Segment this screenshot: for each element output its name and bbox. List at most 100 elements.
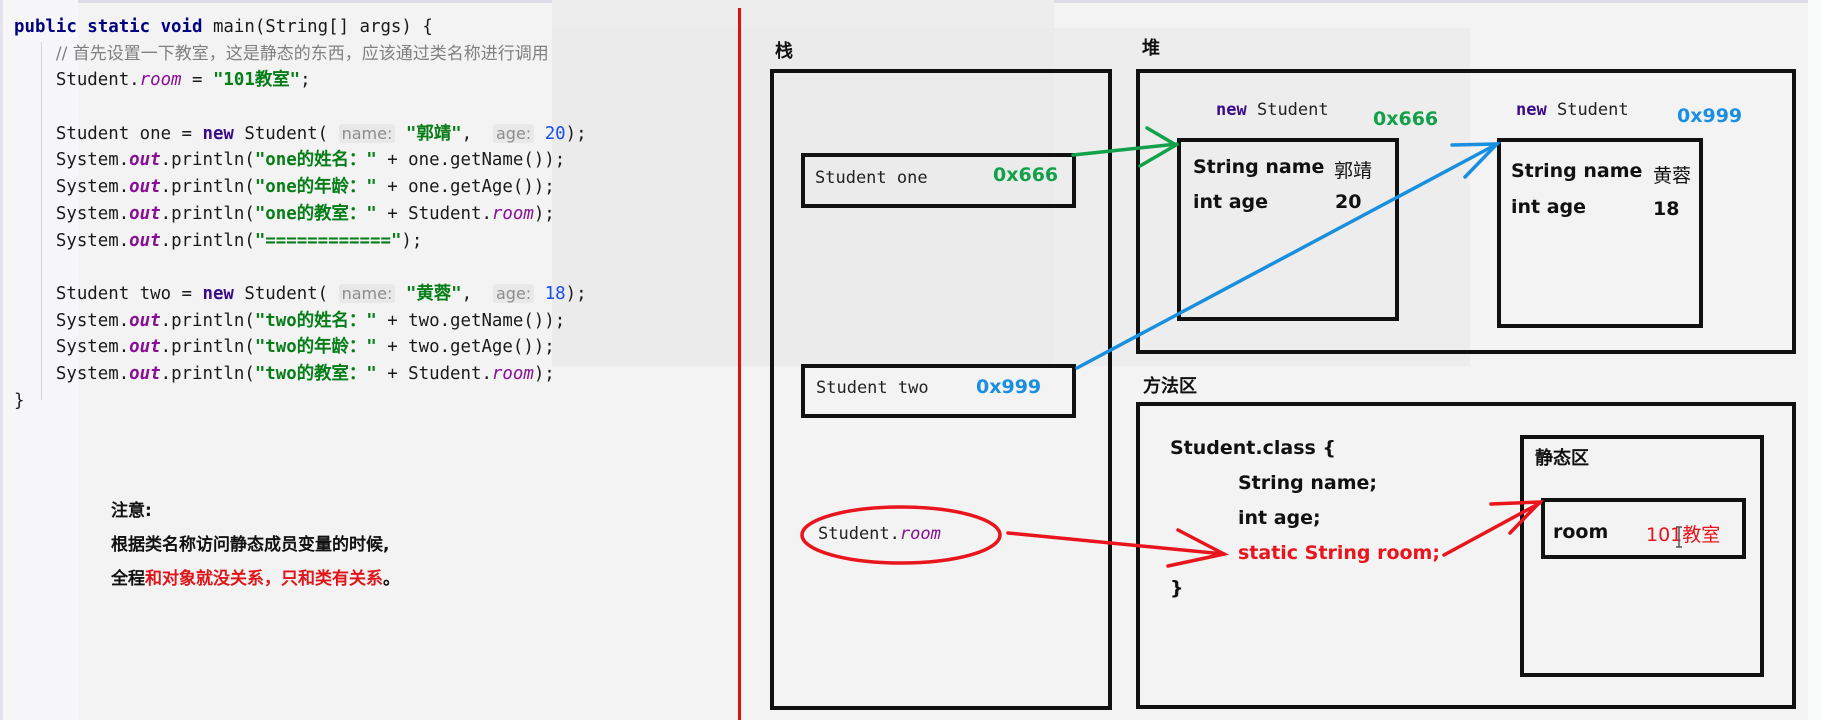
code-token: public static void [14,17,203,37]
code-token: out [129,310,161,331]
object-2-class: Student [1556,100,1629,120]
param-hint: age: [493,123,535,143]
code-token: , [461,123,493,144]
code-token: out [129,230,161,251]
param-hint: age: [493,283,535,303]
code-token: out [129,203,161,224]
stack-var-two-addr: 0x999 [976,376,1042,398]
code-token: out [129,177,161,198]
static-ref-class: Student. [818,524,900,544]
code-token [14,44,56,64]
code-token: Student two = [14,283,203,304]
code-line: // 首先设置一下教室，这是静态的东西，应该通过类名称进行调用 [14,41,587,68]
method-area-label: 方法区 [1143,376,1197,397]
code-token: ); [565,283,587,304]
code-token: new [202,123,234,144]
param-hint: name: [338,123,396,143]
stack-label: 栈 [775,41,793,62]
code-token: ); [565,123,587,144]
code-token: room [491,203,534,224]
code-token: + one.getAge()); [376,177,555,198]
code-line: System.out.println("one的姓名：" + one.getNa… [14,147,587,174]
code-token: // 首先设置一下教室，这是静态的东西，应该通过类名称进行调用 [55,43,549,64]
note-line-2-end: 。 [383,569,400,589]
code-token: ); [533,363,555,384]
code-token: .println( [160,203,255,224]
code-token: Student. [14,70,140,91]
code-token: .println( [160,337,255,358]
code-token: System. [14,177,130,198]
code-token: "one的教室：" [254,203,377,224]
divider-line [738,8,741,720]
object-2-name-value: 黄蓉 [1653,165,1692,187]
code-token: "two的教室：" [254,363,377,384]
static-room-value: 101教室 [1646,524,1721,546]
code-token: Student( [233,283,339,304]
code-token [534,124,544,144]
note-line-2-black: 全程 [111,569,145,589]
code-token: System. [14,363,130,384]
class-field-age: int age; [1238,507,1321,529]
code-line [14,94,587,121]
stack-var-one-addr: 0x666 [993,164,1059,186]
param-hint: name: [338,283,396,303]
code-token: + Student. [376,203,492,224]
code-token: System. [14,310,130,331]
stack-static-ref: Student.room [818,524,941,544]
note-line-1: 根据类名称访问静态成员变量的时候, [111,535,390,555]
object-2-box [1497,138,1703,328]
code-line: public static void main(String[] args) { [14,14,587,41]
code-token: , [461,283,493,304]
object-2-addr: 0x999 [1677,105,1743,127]
code-line [14,254,587,281]
object-1-addr: 0x666 [1373,108,1439,130]
object-1-age-value: 20 [1335,191,1362,213]
static-area-label: 静态区 [1535,448,1589,469]
object-1-name-value: 郭靖 [1334,160,1373,182]
code-token: .println( [160,310,255,331]
object-2-header: new Student [1516,100,1629,120]
code-token: .println( [160,363,255,384]
code-token: .println( [160,230,255,251]
code-token: System. [14,150,130,171]
code-token: Student one = [14,123,203,144]
heap-label: 堆 [1142,38,1160,59]
class-open: Student.class { [1170,437,1336,459]
code-token: out [129,363,161,384]
object-1-class: Student [1256,100,1329,120]
stack-var-one [801,153,1076,208]
code-token: + two.getAge()); [376,337,555,358]
code-token: "郭靖" [405,123,462,144]
code-token: .println( [160,150,255,171]
code-token: ); [533,203,555,224]
code-token: room [139,70,182,91]
note-line-2: 全程和对象就没关系，只和类有关系。 [111,564,400,589]
code-token: out [129,337,161,358]
stack-var-two-name: Student two [816,378,929,398]
code-token: .println( [160,177,255,198]
code-token: System. [14,203,130,224]
code-token: ; [300,70,311,91]
code-token: new [202,283,234,304]
object-1-name-label: String name [1193,156,1325,178]
code-token: Student( [233,123,339,144]
object-2-name-label: String name [1511,160,1643,182]
code-line: System.out.println("one的教室：" + Student.r… [14,201,587,228]
stack-var-one-name: Student one [815,168,928,188]
code-token: "101教室" [212,70,301,91]
code-token: main(String[] args) { [202,17,433,37]
new-keyword: new [1516,100,1547,120]
code-token: room [491,363,534,384]
code-editor: public static void main(String[] args) {… [14,14,587,414]
code-line: System.out.println("one的年龄：" + one.getAg… [14,174,587,201]
code-token [395,124,405,144]
code-line: System.out.println("two的教室：" + Student.r… [14,361,587,388]
note-title: 注意: [111,501,152,521]
code-line: System.out.println("============"); [14,228,587,255]
editor-gutter [0,0,78,720]
code-token: "one的年龄：" [254,177,377,198]
object-2-age-label: int age [1511,196,1587,218]
code-token: "============" [254,230,402,251]
indent-guide [41,42,42,400]
code-token: } [14,390,25,411]
